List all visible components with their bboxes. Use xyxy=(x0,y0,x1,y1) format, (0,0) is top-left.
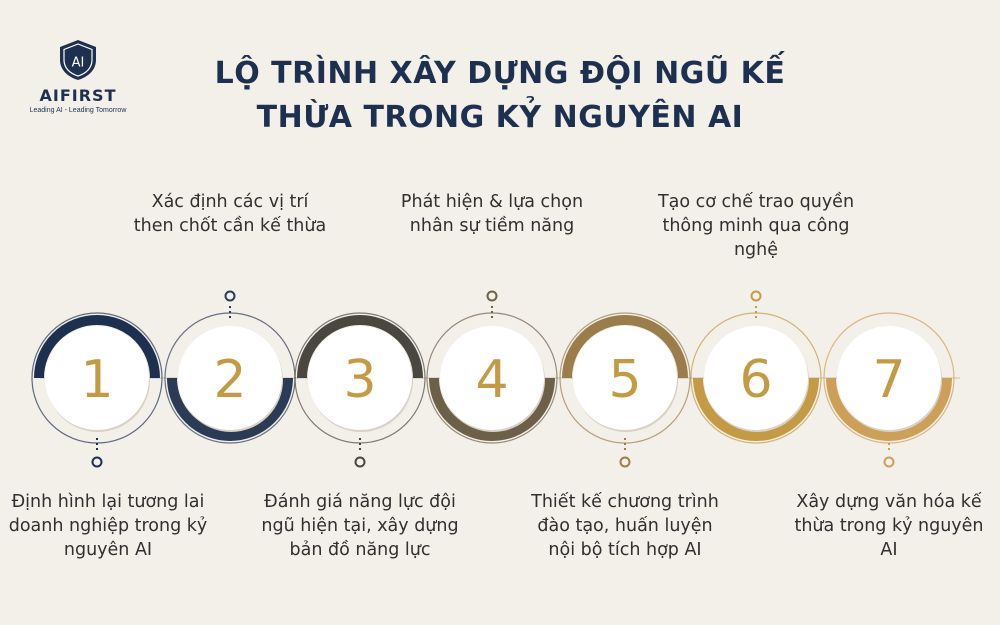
step-marker-icon xyxy=(619,456,631,468)
title-line-1: LỘ TRÌNH XÂY DỰNG ĐỘI NGŨ KẾ xyxy=(214,56,786,91)
step-node-4: 4 xyxy=(426,290,558,444)
step-disc xyxy=(837,326,941,430)
step-arc xyxy=(34,315,160,379)
step-arc xyxy=(167,377,293,441)
step-node-5: 5 xyxy=(559,312,691,468)
step-label-3: Đánh giá năng lực đội ngũ hiện tại, xây … xyxy=(261,492,459,560)
step-arc xyxy=(429,377,555,441)
step-number: 5 xyxy=(608,350,641,410)
step-number: 7 xyxy=(872,350,905,410)
step-arc xyxy=(297,315,423,379)
step-marker-icon xyxy=(91,456,103,468)
step-marker-icon xyxy=(486,290,498,302)
step-disc xyxy=(573,326,677,430)
step-marker-icon xyxy=(750,290,762,302)
step-disc xyxy=(704,326,808,430)
step-label-4: Phát hiện & lựa chọn nhân sự tiềm năng xyxy=(400,192,584,236)
step-number: 3 xyxy=(343,350,376,410)
step-number: 6 xyxy=(739,350,772,410)
step-label-5: Thiết kế chương trình đào tạo, huấn luyệ… xyxy=(531,492,719,560)
brand-tagline: Leading AI - Leading Tomorrow xyxy=(29,107,127,114)
step-number: 2 xyxy=(213,350,246,410)
step-label-7: Xây dựng văn hóa kế thừa trong kỷ nguyên… xyxy=(794,492,984,560)
shield-logo-icon: AI xyxy=(60,40,96,80)
step-disc xyxy=(440,326,544,430)
step-node-3: 3 xyxy=(294,312,426,468)
step-node-6: 6 xyxy=(690,290,822,444)
step-disc xyxy=(178,326,282,430)
step-arc xyxy=(693,377,819,441)
step-node-1: 1 xyxy=(31,312,163,468)
step-label-6: Tạo cơ chế trao quyền thông minh qua côn… xyxy=(657,192,855,260)
step-marker-icon xyxy=(354,456,366,468)
step-marker-icon xyxy=(883,456,895,468)
step-disc xyxy=(308,326,412,430)
step-number: 4 xyxy=(475,350,508,410)
step-node-2: 2 xyxy=(164,290,296,444)
title-line-2: THỪA TRONG KỶ NGUYÊN AI xyxy=(256,100,744,135)
step-number: 1 xyxy=(80,350,113,410)
page-title: LỘ TRÌNH XÂY DỰNG ĐỘI NGŨ KẾ THỪA TRONG … xyxy=(190,52,810,140)
step-label-1: Định hình lại tương lai doanh nghiệp tro… xyxy=(8,492,208,560)
step-marker-icon xyxy=(224,290,236,302)
brand-name: AIFIRST xyxy=(39,86,117,105)
step-arc xyxy=(562,315,688,379)
brand-logo: AI AIFIRST Leading AI - Leading Tomorrow xyxy=(28,38,128,114)
step-arc xyxy=(826,377,952,441)
step-label-2: Xác định các vị trí then chốt cần kế thừ… xyxy=(133,192,327,236)
logo-mark-text: AI xyxy=(72,56,85,71)
step-disc xyxy=(45,326,149,430)
step-node-7: 7 xyxy=(823,312,955,468)
